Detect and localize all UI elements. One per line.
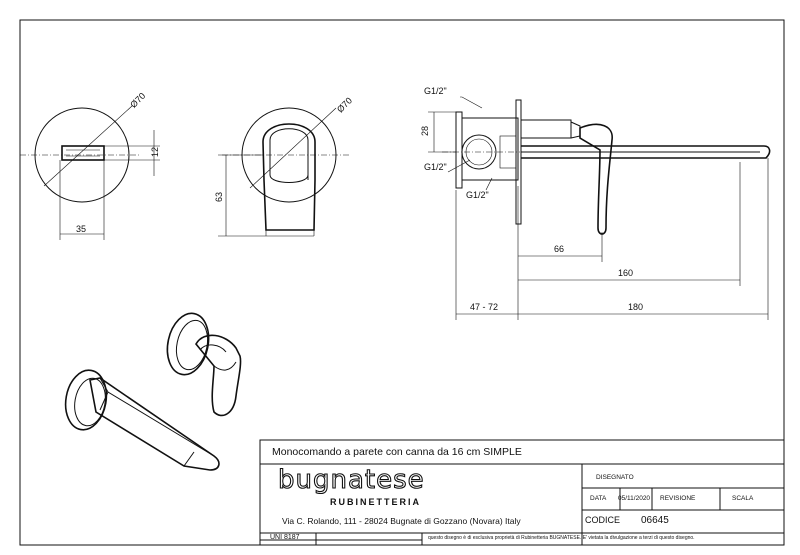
side-handle-body: [262, 123, 316, 231]
company-address: Via C. Rolando, 111 - 28024 Bugnate di G…: [282, 516, 521, 526]
front-width-label: 35: [76, 224, 86, 234]
profile-spout: [521, 145, 771, 159]
isometric-view: [64, 312, 242, 471]
front-spout-outlet: [61, 145, 105, 161]
side-view: Ø70 63: [214, 95, 354, 237]
left-height-label: 28: [420, 126, 430, 136]
dim-47-72-label: 47 - 72: [470, 302, 498, 312]
dim-180-label: 180: [628, 302, 643, 312]
front-height-label: 12: [150, 147, 160, 157]
front-view: Ø70 12 35: [20, 91, 160, 240]
dim-160-label: 160: [618, 268, 633, 278]
brand-logo-subtitle: RUBINETTERIA: [330, 497, 421, 507]
front-rosette: [34, 107, 130, 203]
revisione-label: REVISIONE: [660, 495, 696, 502]
disegnato-label: DISEGNATO: [596, 474, 634, 481]
bottom-thread-label: G1/2": [466, 190, 489, 200]
mid-thread-label: G1/2": [424, 162, 447, 172]
codice-value: 06645: [641, 515, 669, 526]
codice-label: CODICE: [585, 515, 621, 525]
brand-logo-text: bugnatese: [277, 465, 425, 495]
data-label: DATA: [590, 495, 607, 502]
title-block: [259, 439, 785, 546]
dim-66-label: 66: [554, 244, 564, 254]
data-value: 05/11/2020: [618, 495, 651, 502]
profile-view: G1/2" G1/2" G1/2" 28 66 160 47 - 72 180: [420, 86, 771, 320]
top-thread-label: G1/2": [424, 86, 447, 96]
front-diam-label: Ø70: [128, 91, 147, 110]
profile-body: [461, 117, 519, 181]
drawing-title: Monocomando a parete con canna da 16 cm …: [272, 446, 522, 458]
profile-handle: [579, 123, 613, 235]
side-height-label: 63: [214, 192, 224, 202]
standard-label: UNI 8187: [270, 534, 300, 541]
side-diam-label: Ø70: [335, 95, 354, 114]
disclaimer-text: questo disegno è di esclusiva proprietà …: [428, 535, 695, 541]
scala-label: SCALA: [732, 495, 754, 502]
